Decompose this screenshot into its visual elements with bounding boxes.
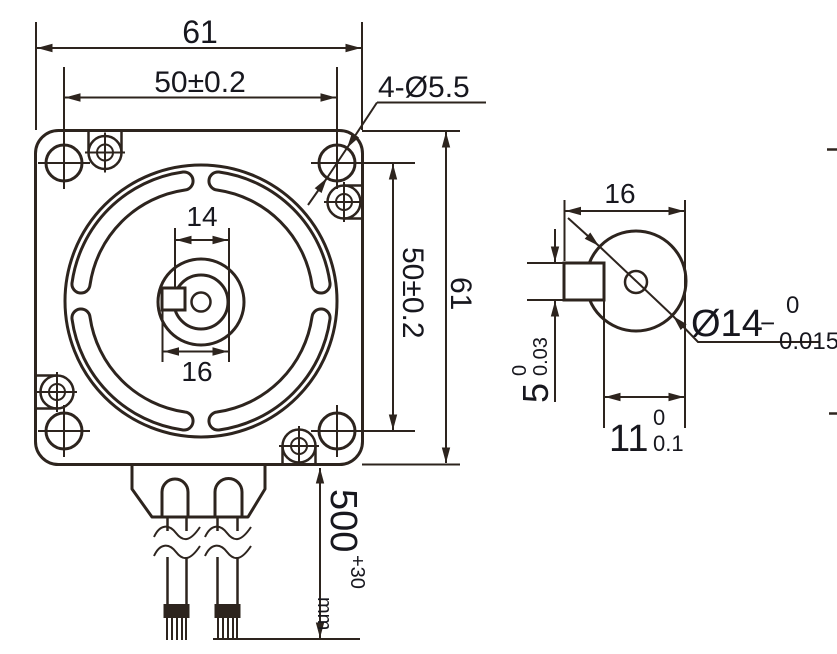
- callout-corner-holes: 4-Ø5.5: [307, 71, 486, 206]
- dim-shaft-length-label: 16: [604, 178, 635, 209]
- dim-cable-length: 500 +30 mm: [213, 468, 368, 640]
- screw-top-right: [324, 182, 363, 222]
- cable-length-value: 500: [322, 489, 364, 552]
- dim-hole-spacing-horizontal: 50±0.2: [63, 66, 338, 140]
- motor-body-outline: [34, 129, 364, 466]
- flat-height-lower-tol: 0.03: [530, 337, 552, 376]
- front-view: 61 50±0.2 4-Ø5.5 14 16: [34, 14, 486, 640]
- shaft-end-center-hole: [623, 269, 649, 295]
- vent-slots: [70, 170, 332, 432]
- shaft-flat-tab: [160, 286, 187, 312]
- dim-flat-length: 11 0 0.1: [603, 301, 684, 460]
- shaft-dia-minus: −: [760, 308, 775, 338]
- dim-pilot-dia-label: 16: [181, 356, 212, 387]
- wire-strands-left: [166, 618, 187, 640]
- dim-hole-spacing-h-label: 50±0.2: [154, 66, 246, 99]
- screw-top-left: [85, 131, 125, 173]
- callout-shaft-diameter: Ø14 − 0 0.015: [567, 217, 837, 355]
- flat-length-upper-tol: 0: [653, 405, 665, 430]
- shaft-dia-lower-tol: 0.015: [779, 328, 837, 355]
- side-view: 16 Ø14 − 0 0.015 5 0 0.03 11 0: [509, 178, 837, 460]
- dim-shaft-dia-label: 14: [186, 201, 217, 232]
- dim-hole-spacing-vertical: 50±0.2: [311, 162, 429, 432]
- cable-bushing-right: [213, 477, 244, 517]
- corner-hole-bottom-left: [38, 405, 90, 457]
- dim-pilot-diameter: 16: [161, 311, 228, 387]
- dim-flat-height: 5 0 0.03: [509, 229, 563, 403]
- screw-bottom-right: [279, 426, 319, 465]
- cable-bushing-left: [160, 477, 190, 517]
- cable-assembly: [130, 466, 267, 640]
- shaft-boss: [156, 257, 246, 347]
- flat-length-lower-tol: 0.1: [653, 431, 684, 456]
- screw-bottom-left: [35, 372, 77, 412]
- dim-shaft-diameter: 14: [174, 201, 230, 362]
- cable-ferrule-right: [214, 604, 241, 618]
- dim-shaft-length: 16: [563, 178, 686, 428]
- dim-front-height: 61: [362, 130, 477, 466]
- dim-hole-spacing-v-label: 50±0.2: [396, 247, 429, 339]
- cable-ferrule-left: [163, 604, 190, 618]
- strain-relief: [130, 466, 267, 519]
- corner-hole-top-left: [38, 137, 90, 189]
- dim-front-height-label: 61: [444, 277, 477, 310]
- cable-length-upper-tol: +30: [346, 555, 368, 589]
- shaft-flat-profile: [562, 261, 606, 302]
- flat-height-upper-tol: 0: [509, 365, 531, 376]
- dim-front-width-label: 61: [182, 14, 218, 50]
- cable-length-unit: mm: [313, 597, 335, 630]
- flat-height-value: 5: [515, 383, 556, 403]
- corner-holes-label: 4-Ø5.5: [378, 71, 470, 104]
- flat-length-value: 11: [609, 418, 648, 460]
- shaft-dia-upper-tol: 0: [786, 292, 799, 319]
- motor-face-circle: [63, 163, 339, 439]
- shaft-center-hole: [190, 291, 212, 313]
- wire-strands-right: [217, 618, 238, 640]
- shaft-dia-value: Ø14: [691, 303, 763, 345]
- dim-front-width: 61: [35, 14, 363, 130]
